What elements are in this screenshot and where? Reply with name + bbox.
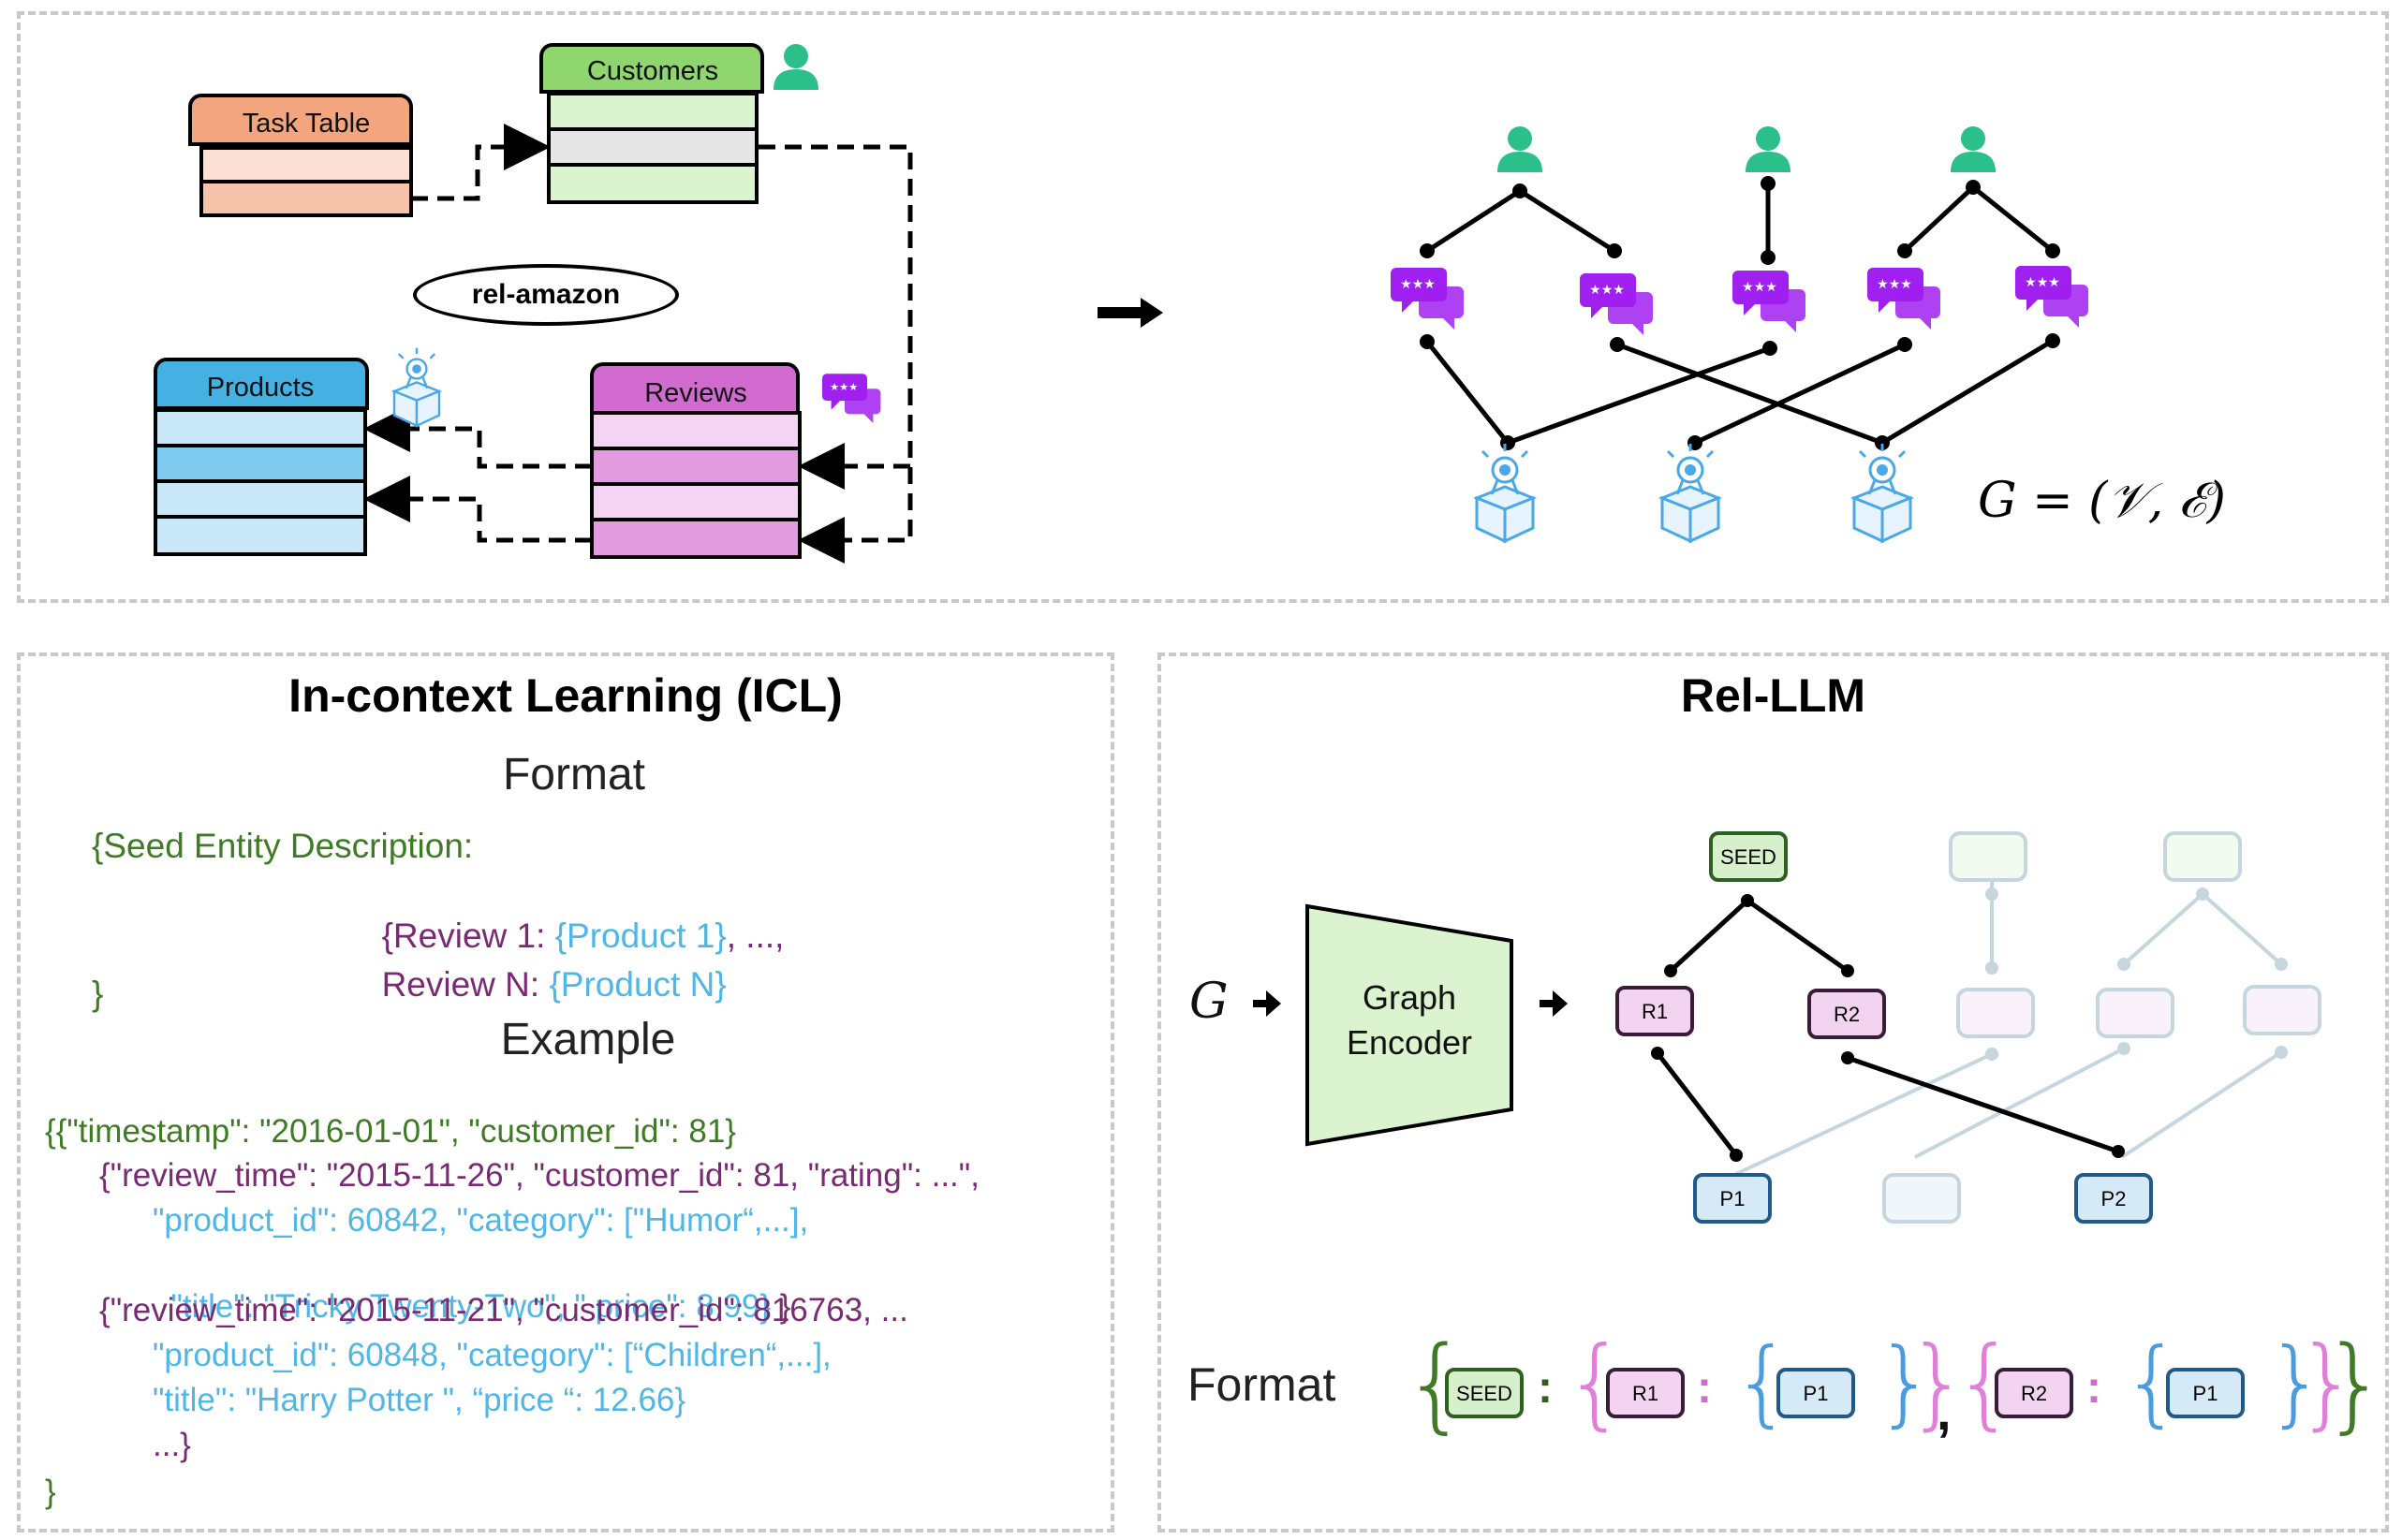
icl-panel [17,653,1114,1533]
icl-product-token: {Product 1} [554,917,727,955]
p1-node [1693,1173,1772,1224]
format-r2-label: R2 [2020,1382,2048,1405]
format-brace-r2-open: { [1953,1326,2016,1440]
graph-encoder-shape [1305,903,1513,1147]
rel-llm-panel [1157,653,2389,1533]
icl-review-token: Review N: [381,965,550,1004]
format-r1-node [1606,1368,1685,1418]
format-seed-label: SEED [1456,1382,1512,1405]
p2-label: P2 [2100,1187,2127,1210]
graph-review-icon [1391,268,1464,330]
format-brace-p1-open: { [1732,1327,1792,1437]
reviews-table [590,362,802,559]
format-p1b-label: P1 [2192,1382,2218,1405]
format-p1b-node [2166,1368,2245,1418]
rel-format-label: Format [1187,1358,1336,1411]
format-brace-p1-close: } [1876,1327,1936,1437]
icl-format-line: {Seed Entity Description: [92,827,474,865]
icl-example-line: } [45,1474,56,1510]
format-p1-node [1776,1368,1855,1418]
dataset-oval: rel-amazon [413,264,679,326]
review-icon [822,374,881,423]
rel-llm-title: Rel-LLM [1680,669,1866,722]
graph-customer-icon [1746,126,1790,172]
task-table-title: Task Table [242,109,371,139]
r2-label: R2 [1833,1003,1861,1026]
format-colon-3: : [2086,1363,2101,1413]
graph-formula: G = (𝒱, ℰ) [1978,473,2226,529]
format-brace-close-outer: } [2322,1324,2388,1444]
icl-ellipsis-token: , ..., [726,917,785,955]
format-brace-open-outer: { [1403,1324,1468,1444]
icl-example-line: {{"timestamp": "2016-01-01", "customer_i… [45,1113,736,1150]
graph-encoder-line1: Graph [1362,978,1457,1017]
icl-example-line: ...} [153,1427,191,1463]
graph-product-icon [1475,442,1535,543]
p1-label: P1 [1719,1187,1746,1210]
r1-label: R1 [1641,1000,1669,1023]
icl-format-line: {Review 1: {Product 1}, ..., [362,874,785,957]
p2-node [2074,1173,2153,1224]
schema-connectors [363,124,913,564]
format-brace-p1b-open: { [2122,1327,2182,1437]
format-brace-r1-open: { [1564,1326,1627,1440]
r1-node [1615,986,1694,1036]
icl-format-heading: Format [502,750,645,799]
format-p1-label: P1 [1803,1382,1829,1405]
transform-arrow [1098,298,1163,328]
graph-customer-icon [1951,126,1996,172]
graph-encoder-line2: Encoder [1346,1023,1473,1062]
graph-review-icon [1867,268,1940,330]
icl-title: In-context Learning (ICL) [288,669,843,722]
format-colon-1: : [1538,1363,1553,1413]
seed-label: SEED [1720,845,1776,869]
format-seed-node [1445,1368,1524,1418]
format-colon-2: : [1697,1363,1712,1413]
icl-example-line: "title": "Harry Potter ", “price “: 12.6… [153,1382,686,1418]
graph-encoder-label: Graph Encoder [1307,975,1511,1065]
r2-node [1807,989,1886,1039]
customers-title: Customers [586,56,719,86]
icl-product-token: {Product N} [549,965,727,1004]
format-r2-node [1995,1368,2073,1418]
graph-product-icon [1660,442,1720,543]
reviews-title: Reviews [644,378,747,408]
icl-example-line: {"review_time": "2015-11-21", "customer_… [99,1292,908,1328]
graph-review-icon [1732,271,1805,332]
graph-customer-icon [1497,126,1542,172]
icl-example-token: } [771,1288,791,1325]
graph-product-icon [1852,442,1912,543]
schema-graph-panel [17,11,2389,603]
hetero-graph [1391,126,2088,543]
graph-review-icon [1580,273,1653,335]
format-r1-label: R1 [1631,1382,1659,1405]
task-table [188,94,413,217]
icl-example-line: "product_id": 60848, "category": [“Child… [153,1337,832,1373]
icl-example-line: {"review_time": "2015-11-26", "customer_… [99,1157,980,1194]
format-brace-r2-close: } [2296,1326,2359,1440]
icl-example-heading: Example [500,1015,676,1064]
format-brace-r1-close: } [1907,1326,1969,1440]
rel-llm-diagram [1253,831,2321,1418]
icl-example-token: "title": "Tricky Twenty-Two", " price": … [170,1288,772,1325]
format-brace-p1b-close: } [2266,1327,2326,1437]
icl-example-line: "title": "Tricky Twenty-Two", " price": … [153,1245,790,1327]
seed-node [1709,831,1788,882]
icl-example-line: "product_id": 60842, "category": ["Humor… [153,1202,809,1239]
product-icon [392,346,441,427]
icl-format-line: } [92,975,104,1013]
icl-format-line: Review N: {Product N} [362,923,727,1005]
graph-review-icon [2015,266,2088,328]
icl-review-token: {Review 1: [381,917,555,955]
customer-icon [774,44,818,90]
graph-symbol: G [1189,974,1229,1030]
products-title: Products [206,373,315,403]
format-comma: , [1937,1382,1952,1441]
